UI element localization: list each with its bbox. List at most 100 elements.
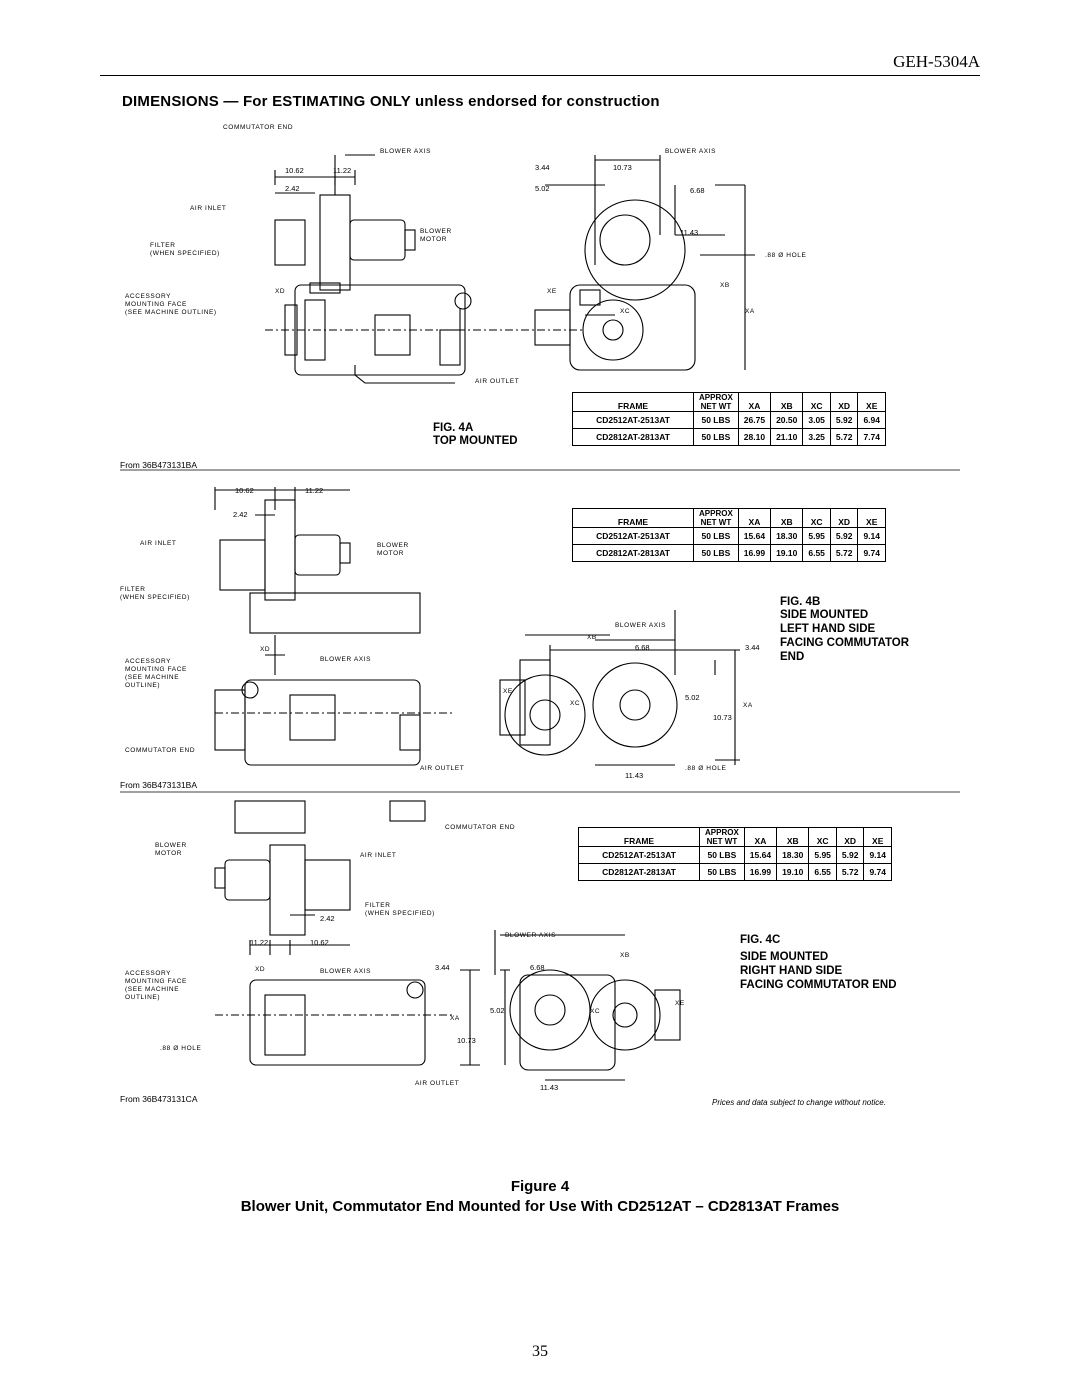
label-blower-axis-b: BLOWER AXIS [320, 656, 371, 663]
cell-xc: 3.05 [802, 411, 831, 429]
label-blower-axis: BLOWER AXIS [380, 148, 431, 155]
cell-wt: 50 LBS [693, 411, 739, 429]
dim-5-02-c: 5.02 [490, 1006, 505, 1015]
header-xd: XD [835, 827, 865, 847]
dim-5-02: 5.02 [535, 184, 550, 193]
fig4b-end-view [499, 610, 740, 766]
header-xd: XD [829, 392, 859, 412]
label-see-machine-b: (SEE MACHINE [125, 674, 179, 681]
label-accessory-b: ACCESSORY [125, 658, 171, 665]
dim-11-22: 11.22 [333, 166, 351, 175]
dim-2-42-b: 2.42 [233, 510, 248, 519]
header-xa: XA [737, 392, 772, 412]
label-blower-axis-c: BLOWER AXIS [320, 968, 371, 975]
cell-xa: 16.99 [737, 544, 772, 562]
label-air-inlet-b: AIR INLET [140, 540, 176, 547]
label-commutator-end-c: COMMUTATOR END [445, 824, 515, 831]
cell-xe: 6.94 [857, 411, 886, 429]
doc-id: GEH-5304A [893, 52, 980, 71]
table-row: CD2512AT-2513AT 50 LBS 26.75 20.50 3.05 … [572, 411, 886, 429]
cell-xa: 15.64 [737, 527, 772, 545]
dim-11-22-c: 11.22 [250, 938, 268, 947]
label-xb-c: XB [620, 952, 630, 959]
cell-xc: 6.55 [802, 544, 831, 562]
header-frame: FRAME [572, 508, 694, 528]
header-xc: XC [808, 827, 837, 847]
header-xc: XC [802, 392, 831, 412]
cell-xd: 5.72 [835, 863, 865, 881]
cell-xe: 9.14 [857, 527, 886, 545]
label-blower-axis-c2: BLOWER AXIS [505, 932, 556, 939]
header-xa: XA [743, 827, 778, 847]
cell-xb: 21.10 [770, 428, 804, 446]
cell-xc: 6.55 [808, 863, 837, 881]
label-xa: XA [745, 308, 755, 315]
label-outline-c: OUTLINE) [125, 994, 160, 1001]
fig4c-end-view [460, 930, 681, 1081]
cell-xb: 20.50 [770, 411, 804, 429]
dim-6-68-c: 6.68 [530, 963, 545, 972]
label-xe: XE [547, 288, 557, 295]
dim-10-62-c: 10.62 [310, 938, 329, 947]
dim-10-62: 10.62 [285, 166, 304, 175]
dim-10-73-b: 10.73 [713, 713, 732, 722]
cell-wt: 50 LBS [693, 544, 739, 562]
label-see-machine-outline: (SEE MACHINE OUTLINE) [125, 309, 217, 316]
label-motor-c: MOTOR [155, 850, 182, 857]
dim-2-42-c: 2.42 [320, 914, 335, 923]
cell-xb: 19.10 [776, 863, 810, 881]
cell-xb: 19.10 [770, 544, 804, 562]
fig4a-end-view [534, 155, 755, 371]
cell-xe: 7.74 [857, 428, 886, 446]
cell-xb: 18.30 [770, 527, 804, 545]
label-hole-b: .88 Ø HOLE [685, 765, 726, 772]
label-xc-b: XC [570, 700, 580, 707]
dim-10-73: 10.73 [613, 163, 632, 172]
header-frame: FRAME [572, 392, 694, 412]
table-row: CD2812AT-2813AT 50 LBS 16.99 19.10 6.55 … [578, 863, 892, 881]
label-xd-c: XD [255, 966, 265, 973]
label-mounting-face-c: MOUNTING FACE [125, 978, 187, 985]
fig4b-caption-5: END [780, 651, 804, 663]
label-xe-b: XE [503, 688, 513, 695]
cell-xa: 15.64 [743, 846, 778, 864]
label-air-outlet-c: AIR OUTLET [415, 1080, 459, 1087]
table-row: CD2812AT-2813AT 50 LBS 28.10 21.10 3.25 … [572, 428, 886, 446]
label-xc-c: XC [590, 1008, 600, 1015]
cell-xb: 18.30 [776, 846, 810, 864]
header-frame: FRAME [578, 827, 700, 847]
label-see-machine-c: (SEE MACHINE [125, 986, 179, 993]
label-air-inlet: AIR INLET [190, 205, 226, 212]
fig4a-caption-2: TOP MOUNTED [433, 435, 518, 447]
figure-label: Figure 4 [510, 1178, 570, 1195]
fig4c-source: From 36B473131CA [120, 1094, 198, 1104]
label-air-outlet-b: AIR OUTLET [420, 765, 464, 772]
table-row: CD2512AT-2513AT 50 LBS 15.64 18.30 5.95 … [572, 527, 886, 545]
label-mounting-face-b: MOUNTING FACE [125, 666, 187, 673]
cell-wt: 50 LBS [693, 527, 739, 545]
cell-xd: 5.92 [829, 411, 859, 429]
label-when-specified-b: (WHEN SPECIFIED) [120, 594, 190, 601]
label-filter: FILTER [150, 242, 176, 249]
fig4a-side-view [265, 154, 585, 384]
dim-11-43-b: 11.43 [625, 771, 643, 780]
fig4b-caption-1: FIG. 4B [780, 596, 820, 608]
dim-3-44-c: 3.44 [435, 963, 450, 972]
header-xe: XE [863, 827, 892, 847]
dim-3-44: 3.44 [535, 163, 550, 172]
label-hole-c: .88 Ø HOLE [160, 1045, 201, 1052]
label-hole: .88 Ø HOLE [765, 252, 806, 259]
header-xe: XE [857, 392, 886, 412]
label-filter-c: FILTER [365, 902, 391, 909]
dim-11-22-b: 11.22 [305, 486, 323, 495]
dim-11-43-c: 11.43 [540, 1083, 558, 1092]
dim-2-42: 2.42 [285, 184, 300, 193]
cell-xe: 9.74 [857, 544, 886, 562]
cell-xd: 5.72 [829, 428, 859, 446]
fig4c-caption-3: RIGHT HAND SIDE [740, 965, 843, 977]
label-blower-axis-2: BLOWER AXIS [665, 148, 716, 155]
